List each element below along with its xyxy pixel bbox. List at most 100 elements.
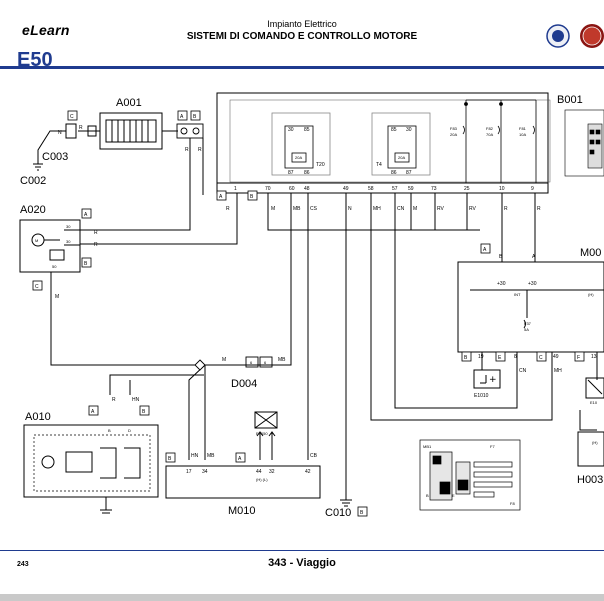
page-title: SISTEMI DI COMANDO E CONTROLLO MOTORE <box>186 31 418 42</box>
t4-rating: 20A <box>398 155 405 160</box>
a020-tag-c: C <box>35 284 39 290</box>
e1050-label: E1050 <box>256 431 268 436</box>
wire-m-b001-59: M <box>413 206 417 212</box>
d004-connector <box>194 356 273 371</box>
lancia-logo-icon <box>546 24 570 48</box>
e1010-label: E1010 <box>474 393 489 399</box>
fuse-f82-id: F82 <box>486 126 494 131</box>
t4-pin-87: 87 <box>406 170 412 176</box>
a010-tag-a-box <box>88 405 99 416</box>
b001-pin-73: 73 <box>431 186 437 192</box>
a020-motor-icon: M <box>35 238 38 243</box>
m00-pin-19: 19 <box>478 354 484 360</box>
m00-tag-c-box <box>536 351 547 362</box>
footer-title: 343 - Viaggio <box>268 557 336 569</box>
e1050-sensor <box>254 411 278 446</box>
a020-tag-a: A <box>84 212 88 218</box>
m00-int: INT <box>514 292 521 297</box>
wire-cn-b001-57: CN <box>397 206 405 212</box>
m010-pin-34: 34 <box>202 469 208 475</box>
window-bottom-bar <box>0 594 604 601</box>
t20-pin-87: 87 <box>288 170 294 176</box>
wires <box>50 138 598 500</box>
a010-tag-b: B <box>142 409 146 415</box>
inset-e: E <box>452 493 455 498</box>
b001-tag-a-box <box>216 190 227 201</box>
wire-rv-b001-73: RV <box>437 206 445 212</box>
a010-alternator <box>23 424 159 514</box>
c003-ground <box>33 130 66 171</box>
a010-tag-b-box <box>139 405 150 416</box>
b001-pin-70: 70 <box>265 186 271 192</box>
m00-tag-e-box <box>495 351 506 362</box>
m010-tag-b-box <box>165 452 176 463</box>
wire-n-b001-49: N <box>348 206 352 212</box>
inset-b: B <box>426 493 429 498</box>
m00-pin-8: 8 <box>514 354 517 360</box>
t4-label: T4 <box>376 162 382 168</box>
b001-tag-a: A <box>219 194 223 200</box>
m00-module <box>457 261 604 353</box>
wire-m-d004: M <box>222 357 226 363</box>
wire-mb-m010: MB <box>207 453 215 459</box>
b001-pin-49: 49 <box>343 186 349 192</box>
wire-r-a001-b: R <box>198 147 202 153</box>
c010-tag-b-box <box>357 506 368 517</box>
m00-tag-f-box <box>574 351 585 362</box>
elearn-logo: eLearn <box>22 22 70 38</box>
b001-pin-58: 58 <box>368 186 374 192</box>
c002-label: C002 <box>20 175 46 187</box>
e10-label: E10 <box>590 400 598 405</box>
a010-pin-d: D <box>128 428 131 433</box>
wire-cn-m00: CN <box>519 368 527 374</box>
m00-pin-a: A <box>532 254 536 260</box>
a020-tag-b: B <box>84 261 88 267</box>
b001-pin-60: 60 <box>289 186 295 192</box>
c003-label: C003 <box>42 151 68 163</box>
inset-mb1: MB1 <box>423 444 432 449</box>
b001-pin-9: 9 <box>531 186 534 192</box>
a020-tag-c-box <box>32 280 43 291</box>
wire-r-a001: R <box>79 125 83 131</box>
a001-tag-a: A <box>180 114 184 120</box>
m00-tag-f: F <box>577 355 580 361</box>
m00-tag-e: E <box>498 355 502 361</box>
h003-label: H003 <box>577 474 603 486</box>
t20-rating: 20A <box>295 155 302 160</box>
b001-pin-25: 25 <box>464 186 470 192</box>
wire-rv-b001-25: RV <box>469 206 477 212</box>
fuse-f37-id: F37 <box>524 321 532 326</box>
m010-ecu <box>165 465 321 499</box>
h003-h: (H) <box>592 440 598 445</box>
fuse-f83-id: F83 <box>450 126 458 131</box>
wire-cs-b001-48: CS <box>310 206 318 212</box>
m010-pin-44: 44 <box>256 469 262 475</box>
wire-r-a010: R <box>112 397 116 403</box>
m00-plus30b: +30 <box>528 281 537 287</box>
a020-pin-30a: 30 <box>66 224 71 229</box>
diagram-code: E50 <box>17 49 53 71</box>
a020-tag-b-box <box>81 257 92 268</box>
m00-pin-13: 13 <box>591 354 597 360</box>
m00-tag-b-box <box>461 351 472 362</box>
m010-label: M010 <box>228 505 256 517</box>
c010-tag-b: B <box>360 510 364 516</box>
fiat-logo-icon <box>580 24 604 48</box>
wire-cb-m010: CB <box>310 453 318 459</box>
wire-r-b001-9: R <box>537 206 541 212</box>
t4-pin-85: 85 <box>391 127 397 133</box>
fuse-f82-rating: 70A <box>486 132 493 137</box>
b001-pin-48: 48 <box>304 186 310 192</box>
b001-box <box>216 92 551 194</box>
header-rule <box>0 66 604 69</box>
wire-mh-m00: MH <box>554 368 562 374</box>
wire-m-b001-70: M <box>271 206 275 212</box>
m010-pin-42: 42 <box>305 469 311 475</box>
a010-pin-b: B <box>108 428 111 433</box>
inset-f8: F8 <box>510 501 515 506</box>
m00-tag-a-box <box>480 243 491 254</box>
a001-tag-c-box <box>67 110 78 121</box>
m00-label: M00 <box>580 247 601 259</box>
b001-tag-b-box <box>247 190 258 201</box>
